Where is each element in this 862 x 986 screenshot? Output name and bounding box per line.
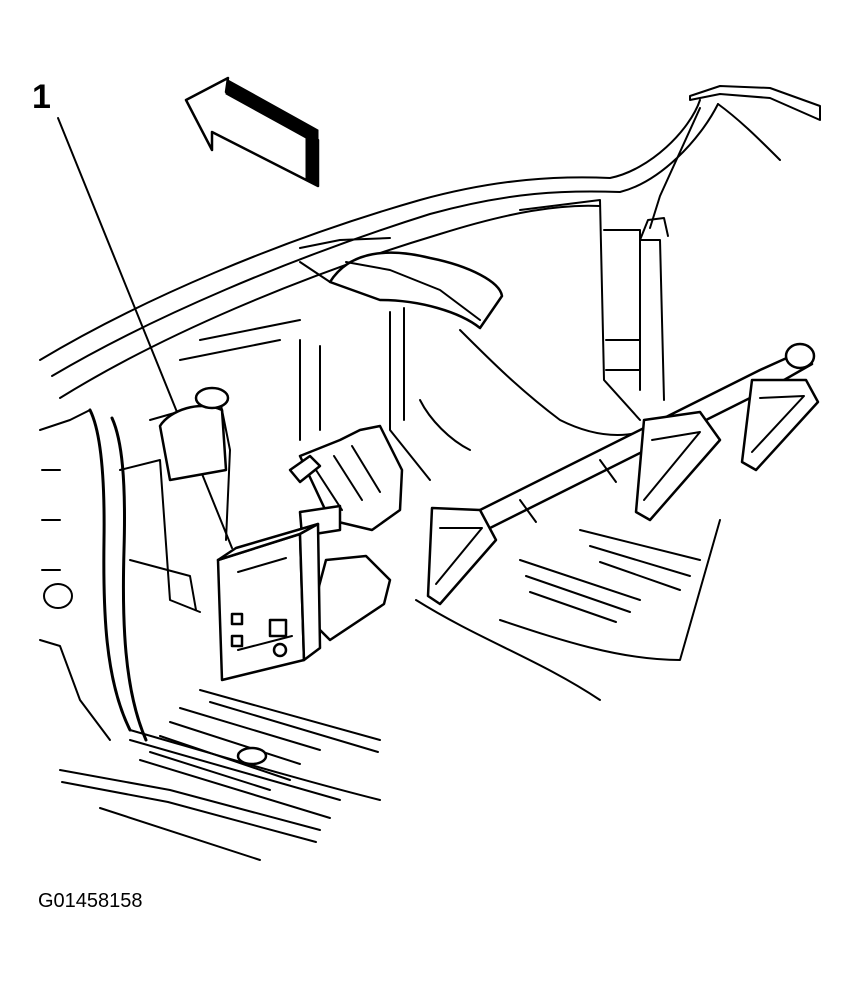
cross-car-beam xyxy=(458,342,816,538)
floor-ribs-right xyxy=(415,519,721,701)
upper-duct-assembly xyxy=(299,237,504,481)
floor-ribs-left xyxy=(59,689,381,861)
figure-reference-code: G01458158 xyxy=(38,890,143,912)
left-dash-structure xyxy=(119,319,321,613)
callout-leader-line xyxy=(57,117,233,549)
door-opening-frame xyxy=(39,408,148,742)
electronic-control-module xyxy=(216,522,322,682)
callout-number: 1 xyxy=(32,78,51,116)
beam-brackets xyxy=(426,378,820,606)
front-direction-arrow-icon xyxy=(184,76,320,188)
cowl-and-windshield-frame xyxy=(39,85,821,399)
right-side-panel xyxy=(419,199,665,451)
